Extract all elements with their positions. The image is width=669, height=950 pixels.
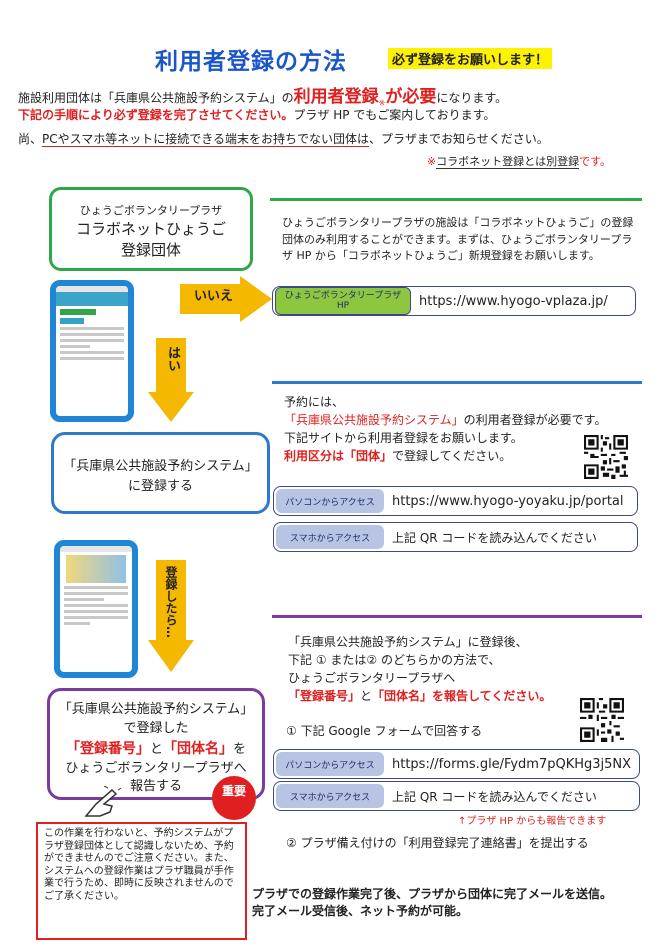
- step-2-submit-form: ② プラザ備え付けの「利用登録完了連絡書」を提出する: [286, 836, 589, 850]
- form-smartphone-access: スマホからアクセス 上記 QR コードを読み込んでください: [273, 781, 640, 811]
- intro-line-3: 尚、PCやスマホ等ネットに接続できる端末をお持ちでない団体は、プラザまでお知らせ…: [18, 132, 549, 147]
- system-registration-info: 予約には、 「兵庫県公共施設予約システム」の利用者登録が必要です。 下記サイトか…: [284, 395, 607, 463]
- step-1-google-form: ① 下記 Google フォームで回答する: [286, 724, 483, 738]
- green-divider: [270, 198, 642, 201]
- collabonet-info-text: ひょうごボランタリープラザの施設は「コラボネットひょうご」の登録団体のみ利用する…: [282, 216, 634, 262]
- system-portal-url[interactable]: https://www.hyogo-yoyaku.jp/portal: [392, 493, 624, 509]
- google-form-url[interactable]: https://forms.gle/Fydm7pQKHg3j5NX: [392, 756, 632, 772]
- yes-label: はい: [165, 346, 180, 372]
- intro-line-2: 下記の手順により必ず登録を完了させてください。プラザ HP でもご案内しておりま…: [18, 108, 496, 122]
- system-smartphone-access: スマホからアクセス 上記 QR コードを読み込んでください: [273, 522, 638, 552]
- pc-access-tag: パソコンからアクセス: [276, 752, 384, 776]
- pointing-hand-icon: [84, 786, 122, 817]
- system-qr-code-icon: [584, 435, 628, 479]
- report-to-plaza-box: 「兵庫県公共施設予約システム」 で登録した 「登録番号」と「団体名」を ひょうご…: [47, 688, 265, 800]
- form-qr-code-icon: [580, 698, 624, 742]
- plaza-hp-tag: ひょうごボランタリープラザ HP: [275, 287, 411, 315]
- phone-form-image: [54, 540, 138, 678]
- blue-divider: [272, 381, 642, 384]
- phone-plaza-site-image: [50, 280, 134, 422]
- completion-notice: プラザでの登録作業完了後、プラザから団体に完了メールを送信。 完了メール受信後、…: [252, 887, 613, 918]
- hp-report-note: ↑プラザ HP からも報告できます: [458, 816, 607, 827]
- yes-arrow-icon: [148, 338, 194, 422]
- smartphone-access-tag: スマホからアクセス: [276, 784, 384, 808]
- form-pc-link[interactable]: パソコンからアクセス https://forms.gle/Fydm7pQKHg3…: [273, 749, 640, 779]
- page-title: 利用者登録の方法: [155, 49, 347, 75]
- intro-line-1: 施設利用団体は「兵庫県公共施設予約システム」の利用者登録※が必要になります。: [18, 87, 508, 108]
- separate-registration-note: ※コラボネット登録とは別登録です。: [426, 155, 611, 169]
- report-instructions: 「兵庫県公共施設予約システム」に登録後、 下記 ① または② のどちらかの方法で…: [288, 635, 552, 703]
- must-register-badge: 必ず登録をお願いします！: [388, 48, 553, 69]
- important-badge: 重要: [212, 776, 256, 820]
- register-system-box: 「兵庫県公共施設予約システム」 に登録する: [51, 432, 270, 514]
- plaza-hp-url[interactable]: https://www.hyogo-vplaza.jp/: [419, 293, 608, 309]
- pc-access-tag: パソコンからアクセス: [276, 489, 384, 513]
- warning-box: この作業を行わないと、予約システムがプラザ登録団体として認識しないため、予約がで…: [36, 822, 247, 940]
- collabonet-member-box: ひょうごボランタリープラザ コラボネットひょうご 登録団体: [49, 187, 253, 271]
- no-label: いいえ: [194, 289, 234, 304]
- purple-divider: [272, 615, 642, 618]
- smartphone-access-tag: スマホからアクセス: [276, 525, 384, 549]
- after-register-arrow-icon: [148, 560, 194, 672]
- system-pc-link[interactable]: パソコンからアクセス https://www.hyogo-yoyaku.jp/p…: [273, 486, 638, 516]
- no-arrow-icon: [180, 276, 272, 322]
- after-register-label: 登録したら…: [164, 566, 178, 638]
- plaza-hp-link[interactable]: ひょうごボランタリープラザ HP https://www.hyogo-vplaz…: [272, 286, 636, 316]
